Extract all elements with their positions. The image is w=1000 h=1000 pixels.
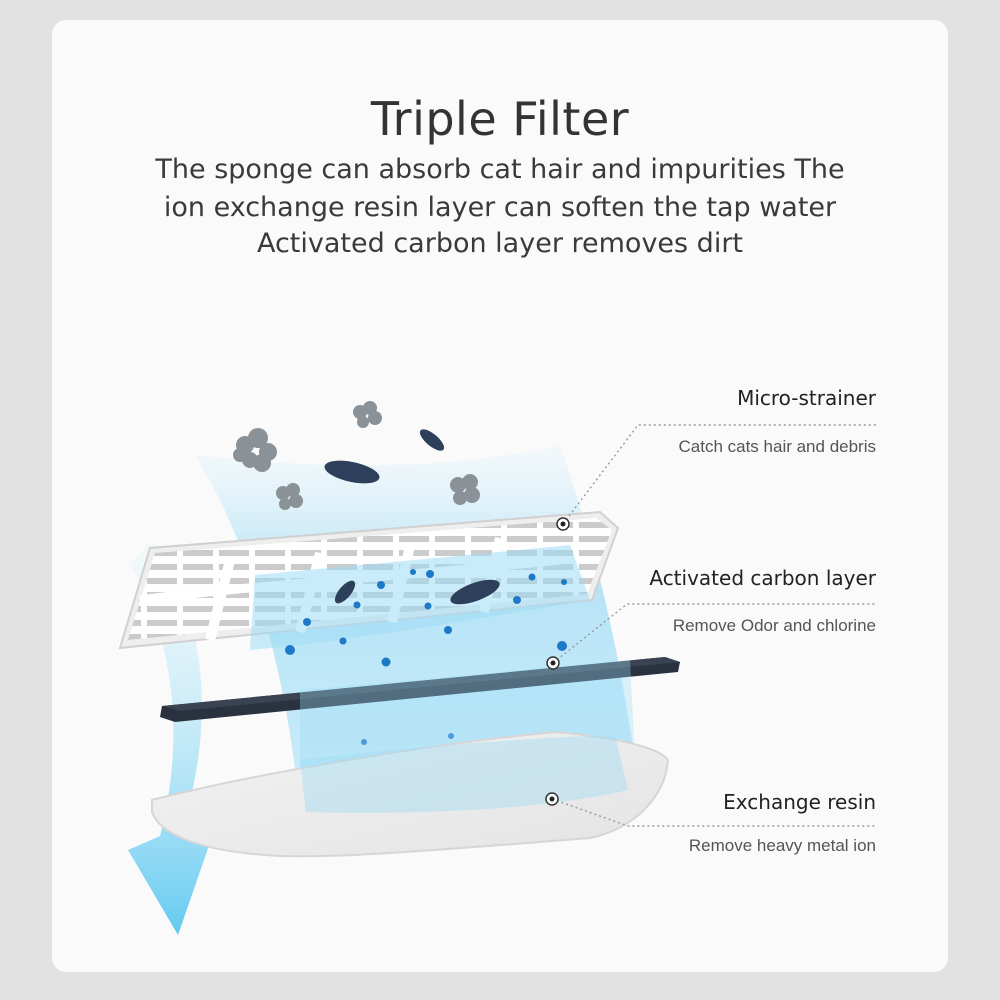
activated-carbon-layer — [160, 657, 680, 722]
layer-label-micro-strainer: Micro-strainer — [737, 386, 876, 410]
exchange-resin-layer — [151, 730, 670, 858]
subtitle-line-1: The sponge can absorb cat hair and impur… — [155, 154, 845, 185]
marker-dots — [545, 517, 570, 806]
subtitle-line-2: ion exchange resin layer can soften the … — [163, 192, 837, 223]
subtitle-line-3: Activated carbon layer removes dirt — [256, 228, 744, 259]
layer-label-exchange-resin: Exchange resin — [723, 790, 876, 814]
page-title: Triple Filter — [370, 92, 630, 146]
dirt-particle-icon — [233, 401, 480, 510]
layer-description-exchange-resin: Remove heavy metal ion — [688, 836, 876, 855]
layer-description-micro-strainer: Catch cats hair and debris — [678, 437, 877, 456]
layer-description-activated-carbon: Remove Odor and chlorine — [672, 616, 876, 635]
particle-dots — [285, 569, 567, 745]
layer-label-activated-carbon: Activated carbon layer — [649, 566, 876, 590]
bacteria-icon — [324, 429, 500, 605]
leader-lines — [551, 424, 876, 827]
